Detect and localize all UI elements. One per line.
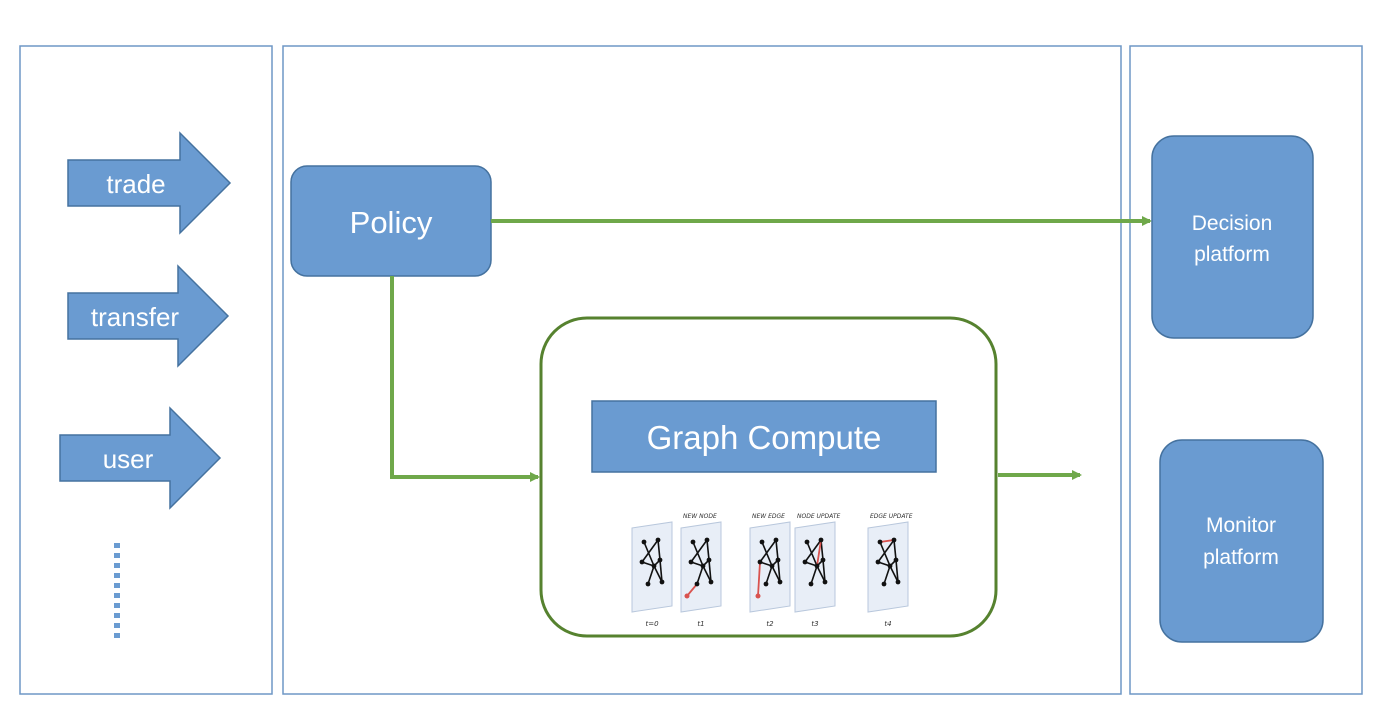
decision-platform-box: Decision platform — [1151, 135, 1314, 339]
decision-platform-label-line2: platform — [1194, 243, 1270, 266]
input-arrow-label: transfer — [91, 302, 179, 332]
monitor-platform-label-line2: platform — [1203, 546, 1279, 569]
policy-box: Policy — [290, 165, 492, 277]
dynamic-graph-illustration: t=0 NEW NODE t1 NEW EDGE t2 NODE UPDATE t3 EDGE… — [631, 513, 913, 628]
input-panel — [19, 45, 273, 695]
input-arrow-transfer: transfer — [67, 264, 230, 368]
monitor-platform-box: Monitor platform — [1159, 439, 1324, 643]
graph-snapshot-frame: NEW NODE t1 — [680, 513, 722, 628]
graph-snapshot-frame: NODE UPDATE t3 — [794, 513, 840, 628]
graph-compute-box: Graph Compute — [591, 400, 937, 473]
graph-snapshot-time-label: t3 — [811, 620, 818, 628]
graph-snapshot-top-label: NEW NODE — [683, 513, 717, 520]
input-arrow-trade: trade — [67, 131, 232, 235]
graph-snapshot-top-label: NODE UPDATE — [797, 513, 840, 520]
policy-to-graph-connector — [390, 276, 540, 482]
monitor-platform-label-line1: Monitor — [1206, 514, 1276, 537]
decision-platform-label-line1: Decision — [1192, 212, 1273, 235]
graph-compute-label: Graph Compute — [647, 419, 882, 456]
graph-snapshot-time-label: t4 — [884, 620, 891, 628]
input-arrow-label: user — [103, 444, 154, 474]
policy-label: Policy — [350, 205, 433, 240]
graph-snapshot-top-label: NEW EDGE — [752, 513, 785, 520]
graph-snapshot-top-label: EDGE UPDATE — [870, 513, 913, 520]
input-arrow-label: trade — [106, 169, 165, 199]
graph-snapshot-frame: t=0 — [631, 521, 673, 628]
graph-snapshot-time-label: t1 — [697, 620, 704, 628]
input-arrow-user: user — [59, 406, 222, 510]
graph-snapshot-time-label: t2 — [766, 620, 774, 628]
graph-snapshot-time-label: t=0 — [645, 620, 659, 628]
graph-snapshot-frame: NEW EDGE t2 — [749, 513, 791, 628]
graph-snapshot-frame: EDGE UPDATE t4 — [867, 513, 913, 628]
